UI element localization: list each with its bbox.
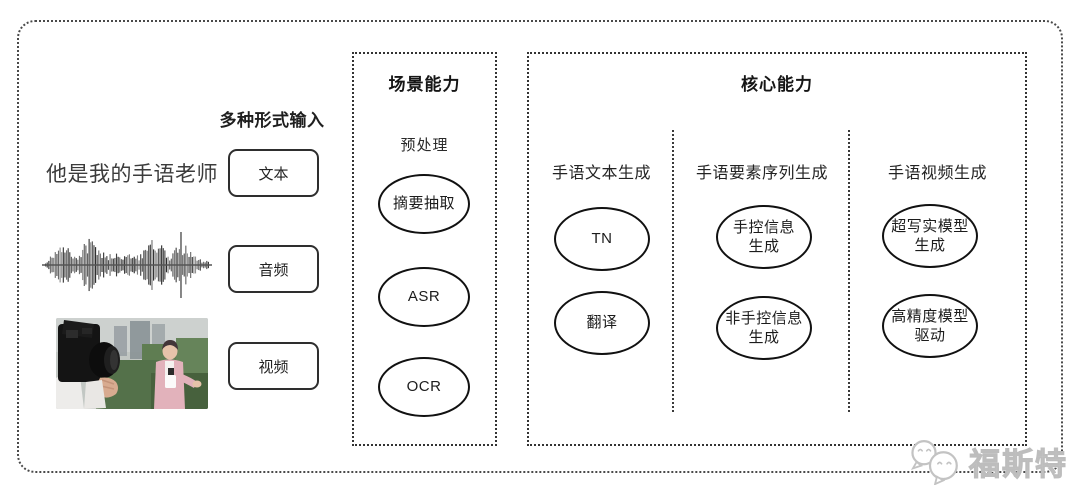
node-summary-extraction: 摘要抽取: [378, 174, 470, 234]
node-tn: TN: [554, 207, 650, 271]
input-text-label: 文本: [258, 165, 289, 183]
scene-capability-title: 场景能力: [388, 75, 461, 94]
column-divider: [848, 130, 850, 412]
outer-dotted-frame: [17, 20, 1063, 473]
input-audio-label: 音频: [258, 261, 289, 279]
column-header-sign-video-generation: 手语视频生成: [887, 165, 987, 182]
input-section-heading: 多种形式输入: [219, 111, 325, 130]
input-text-box: 文本: [228, 149, 319, 197]
scene-capability-box: 场景能力 预处理 摘要抽取 ASR OCR: [352, 52, 497, 446]
watermark-brand-text: 福斯特: [969, 446, 1068, 482]
input-audio-box: 音频: [228, 245, 319, 293]
node-asr: ASR: [378, 267, 470, 327]
chat-bubbles-icon: [910, 440, 958, 485]
node-high-precision-model-driving: 高精度模型 驱动: [882, 294, 978, 358]
preprocess-label: 预处理: [400, 137, 449, 154]
column-header-sign-element-sequence-generation: 手语要素序列生成: [695, 165, 828, 182]
core-capability-box: 核心能力 手语文本生成 手语要素序列生成 手语视频生成 TN 翻译 手控信息 生…: [527, 52, 1027, 446]
watermark: 福斯特: [907, 437, 1068, 485]
input-video-label: 视频: [258, 358, 289, 376]
node-non-manual-info-generation: 非手控信息 生成: [716, 296, 812, 360]
sample-sentence-text: 他是我的手语老师: [46, 163, 218, 186]
column-header-sign-text-generation: 手语文本生成: [551, 165, 651, 182]
column-divider: [672, 130, 674, 412]
node-hyperrealistic-model-generation: 超写实模型 生成: [882, 204, 978, 268]
node-ocr: OCR: [378, 357, 470, 417]
node-manual-info-generation: 手控信息 生成: [716, 205, 812, 269]
node-translation: 翻译: [554, 291, 650, 355]
video-still-image: [56, 318, 208, 409]
input-video-box: 视频: [228, 342, 319, 390]
core-capability-title: 核心能力: [741, 75, 813, 94]
audio-waveform-image: [42, 228, 212, 302]
